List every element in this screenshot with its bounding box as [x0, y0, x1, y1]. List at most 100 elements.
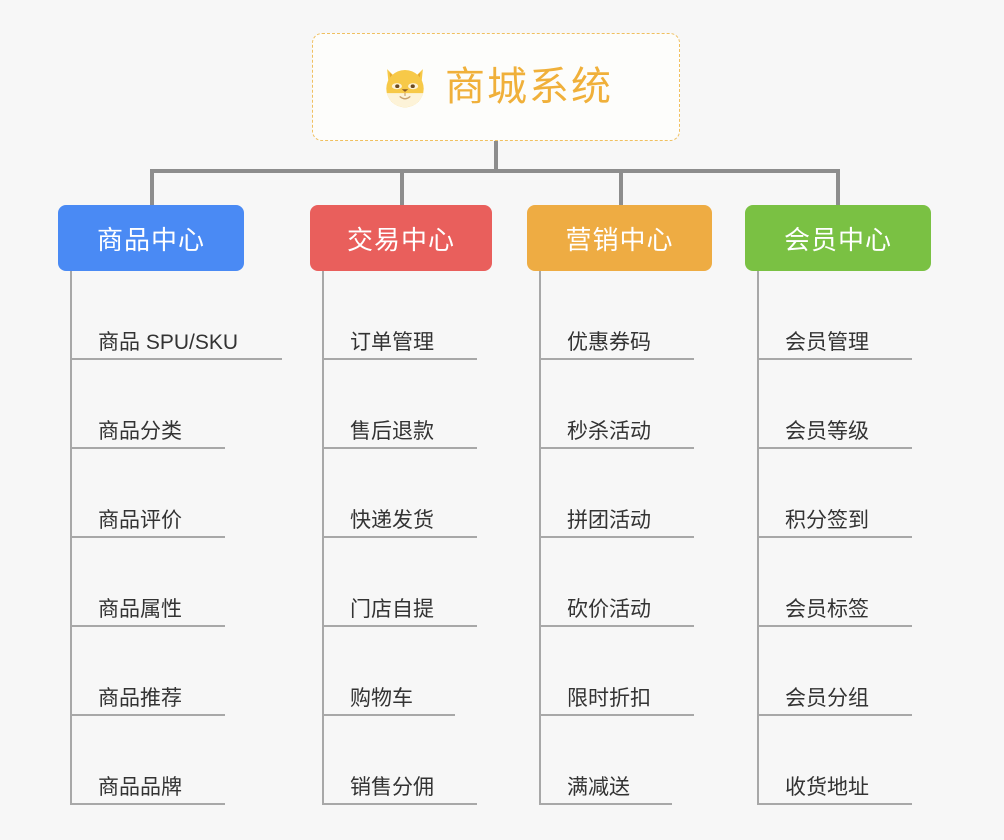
leaf-label: 售后退款	[350, 419, 434, 443]
leaf-item[interactable]: 会员等级	[757, 360, 931, 449]
leaf-underline	[539, 714, 694, 716]
leaf-label: 满减送	[567, 775, 630, 799]
leaf-label: 门店自提	[350, 597, 434, 621]
leaf-label: 限时折扣	[567, 686, 651, 710]
connector-drop-1	[150, 169, 154, 205]
leaf-item[interactable]: 商品属性	[70, 538, 244, 627]
leaf-label: 商品 SPU/SKU	[98, 330, 239, 354]
leaf-label: 秒杀活动	[567, 419, 651, 443]
leaf-item[interactable]: 门店自提	[322, 538, 492, 627]
root-node[interactable]: 商城系统	[312, 33, 680, 141]
branch-header-label-1: 商品中心	[96, 224, 205, 255]
shiba-dog-face-icon	[379, 61, 431, 113]
leaf-underline	[70, 803, 225, 805]
leaf-underline	[322, 447, 477, 449]
connector-drop-2	[400, 169, 404, 205]
leaf-item[interactable]: 会员分组	[757, 627, 931, 716]
leaf-label: 会员分组	[785, 686, 869, 710]
leaf-underline	[757, 536, 912, 538]
leaf-label: 会员等级	[785, 419, 869, 443]
leaf-underline	[757, 714, 912, 716]
branch-column-1: 商品中心 商品 SPU/SKU 商品分类 商品评价 商品属性 商品推荐	[58, 205, 282, 805]
leaf-underline	[539, 358, 694, 360]
leaf-label: 会员管理	[785, 330, 869, 354]
leaf-label: 快递发货	[350, 508, 434, 532]
leaf-item[interactable]: 商品品牌	[70, 716, 244, 805]
leaf-spine-3	[539, 271, 541, 805]
leaf-underline	[757, 803, 912, 805]
branch-header-label-4: 会员中心	[783, 224, 892, 255]
leaf-underline	[757, 358, 912, 360]
leaf-label: 积分签到	[785, 508, 869, 532]
leaf-label: 拼团活动	[567, 508, 651, 532]
leaf-underline	[539, 536, 694, 538]
leaf-underline	[539, 625, 694, 627]
leaf-underline	[322, 625, 477, 627]
leaf-item[interactable]: 商品 SPU/SKU	[70, 271, 282, 360]
leaf-underline	[539, 447, 694, 449]
leaf-label: 商品评价	[98, 508, 182, 532]
leaf-underline	[70, 536, 225, 538]
leaf-label: 商品品牌	[98, 775, 182, 799]
leaf-spine-1	[70, 271, 72, 805]
leaf-underline	[757, 625, 912, 627]
branch-column-3: 营销中心 优惠券码 秒杀活动 拼团活动 砍价活动 限时折扣	[527, 205, 712, 805]
leaf-list-4: 会员管理 会员等级 积分签到 会员标签 会员分组 收货地址	[757, 271, 931, 805]
leaf-item[interactable]: 满减送	[539, 716, 712, 805]
leaf-item[interactable]: 购物车	[322, 627, 492, 716]
leaf-list-1: 商品 SPU/SKU 商品分类 商品评价 商品属性 商品推荐 商品品牌	[70, 271, 282, 805]
leaf-underline	[70, 358, 282, 360]
branch-header-label-3: 营销中心	[565, 224, 674, 255]
leaf-item[interactable]: 快递发货	[322, 449, 492, 538]
leaf-underline	[322, 803, 477, 805]
leaf-list-2: 订单管理 售后退款 快递发货 门店自提 购物车 销售分佣	[322, 271, 492, 805]
leaf-item[interactable]: 商品分类	[70, 360, 244, 449]
connector-root-drop	[494, 141, 498, 172]
connector-drop-3	[619, 169, 623, 205]
leaf-item[interactable]: 会员标签	[757, 538, 931, 627]
leaf-underline	[539, 803, 672, 805]
leaf-underline	[757, 447, 912, 449]
connector-horizontal-bus	[150, 169, 840, 173]
branch-header-3[interactable]: 营销中心	[527, 205, 712, 271]
leaf-underline	[322, 358, 477, 360]
leaf-label: 订单管理	[350, 330, 434, 354]
leaf-underline	[322, 714, 455, 716]
root-title: 商城系统	[445, 65, 613, 109]
leaf-underline	[70, 714, 225, 716]
connector-drop-4	[836, 169, 840, 205]
branch-column-4: 会员中心 会员管理 会员等级 积分签到 会员标签 会员分组	[745, 205, 931, 805]
leaf-label: 商品分类	[98, 419, 182, 443]
branch-header-2[interactable]: 交易中心	[310, 205, 492, 271]
leaf-label: 优惠券码	[567, 330, 651, 354]
leaf-underline	[70, 447, 225, 449]
leaf-underline	[70, 625, 225, 627]
leaf-list-3: 优惠券码 秒杀活动 拼团活动 砍价活动 限时折扣 满减送	[539, 271, 712, 805]
leaf-item[interactable]: 优惠券码	[539, 271, 712, 360]
leaf-item[interactable]: 秒杀活动	[539, 360, 712, 449]
leaf-label: 购物车	[350, 686, 413, 710]
leaf-underline	[322, 536, 477, 538]
leaf-label: 商品属性	[98, 597, 182, 621]
leaf-spine-2	[322, 271, 324, 805]
leaf-item[interactable]: 商品推荐	[70, 627, 244, 716]
leaf-item[interactable]: 售后退款	[322, 360, 492, 449]
leaf-item[interactable]: 积分签到	[757, 449, 931, 538]
leaf-label: 砍价活动	[567, 597, 651, 621]
branch-header-4[interactable]: 会员中心	[745, 205, 931, 271]
leaf-item[interactable]: 订单管理	[322, 271, 492, 360]
branch-header-label-2: 交易中心	[346, 224, 455, 255]
leaf-item[interactable]: 收货地址	[757, 716, 931, 805]
leaf-item[interactable]: 限时折扣	[539, 627, 712, 716]
leaf-label: 销售分佣	[350, 775, 434, 799]
leaf-item[interactable]: 会员管理	[757, 271, 931, 360]
branch-header-1[interactable]: 商品中心	[58, 205, 244, 271]
leaf-item[interactable]: 拼团活动	[539, 449, 712, 538]
leaf-item[interactable]: 商品评价	[70, 449, 244, 538]
leaf-item[interactable]: 销售分佣	[322, 716, 492, 805]
branch-column-2: 交易中心 订单管理 售后退款 快递发货 门店自提 购物车	[310, 205, 492, 805]
leaf-item[interactable]: 砍价活动	[539, 538, 712, 627]
leaf-spine-4	[757, 271, 759, 805]
leaf-label: 会员标签	[785, 597, 869, 621]
